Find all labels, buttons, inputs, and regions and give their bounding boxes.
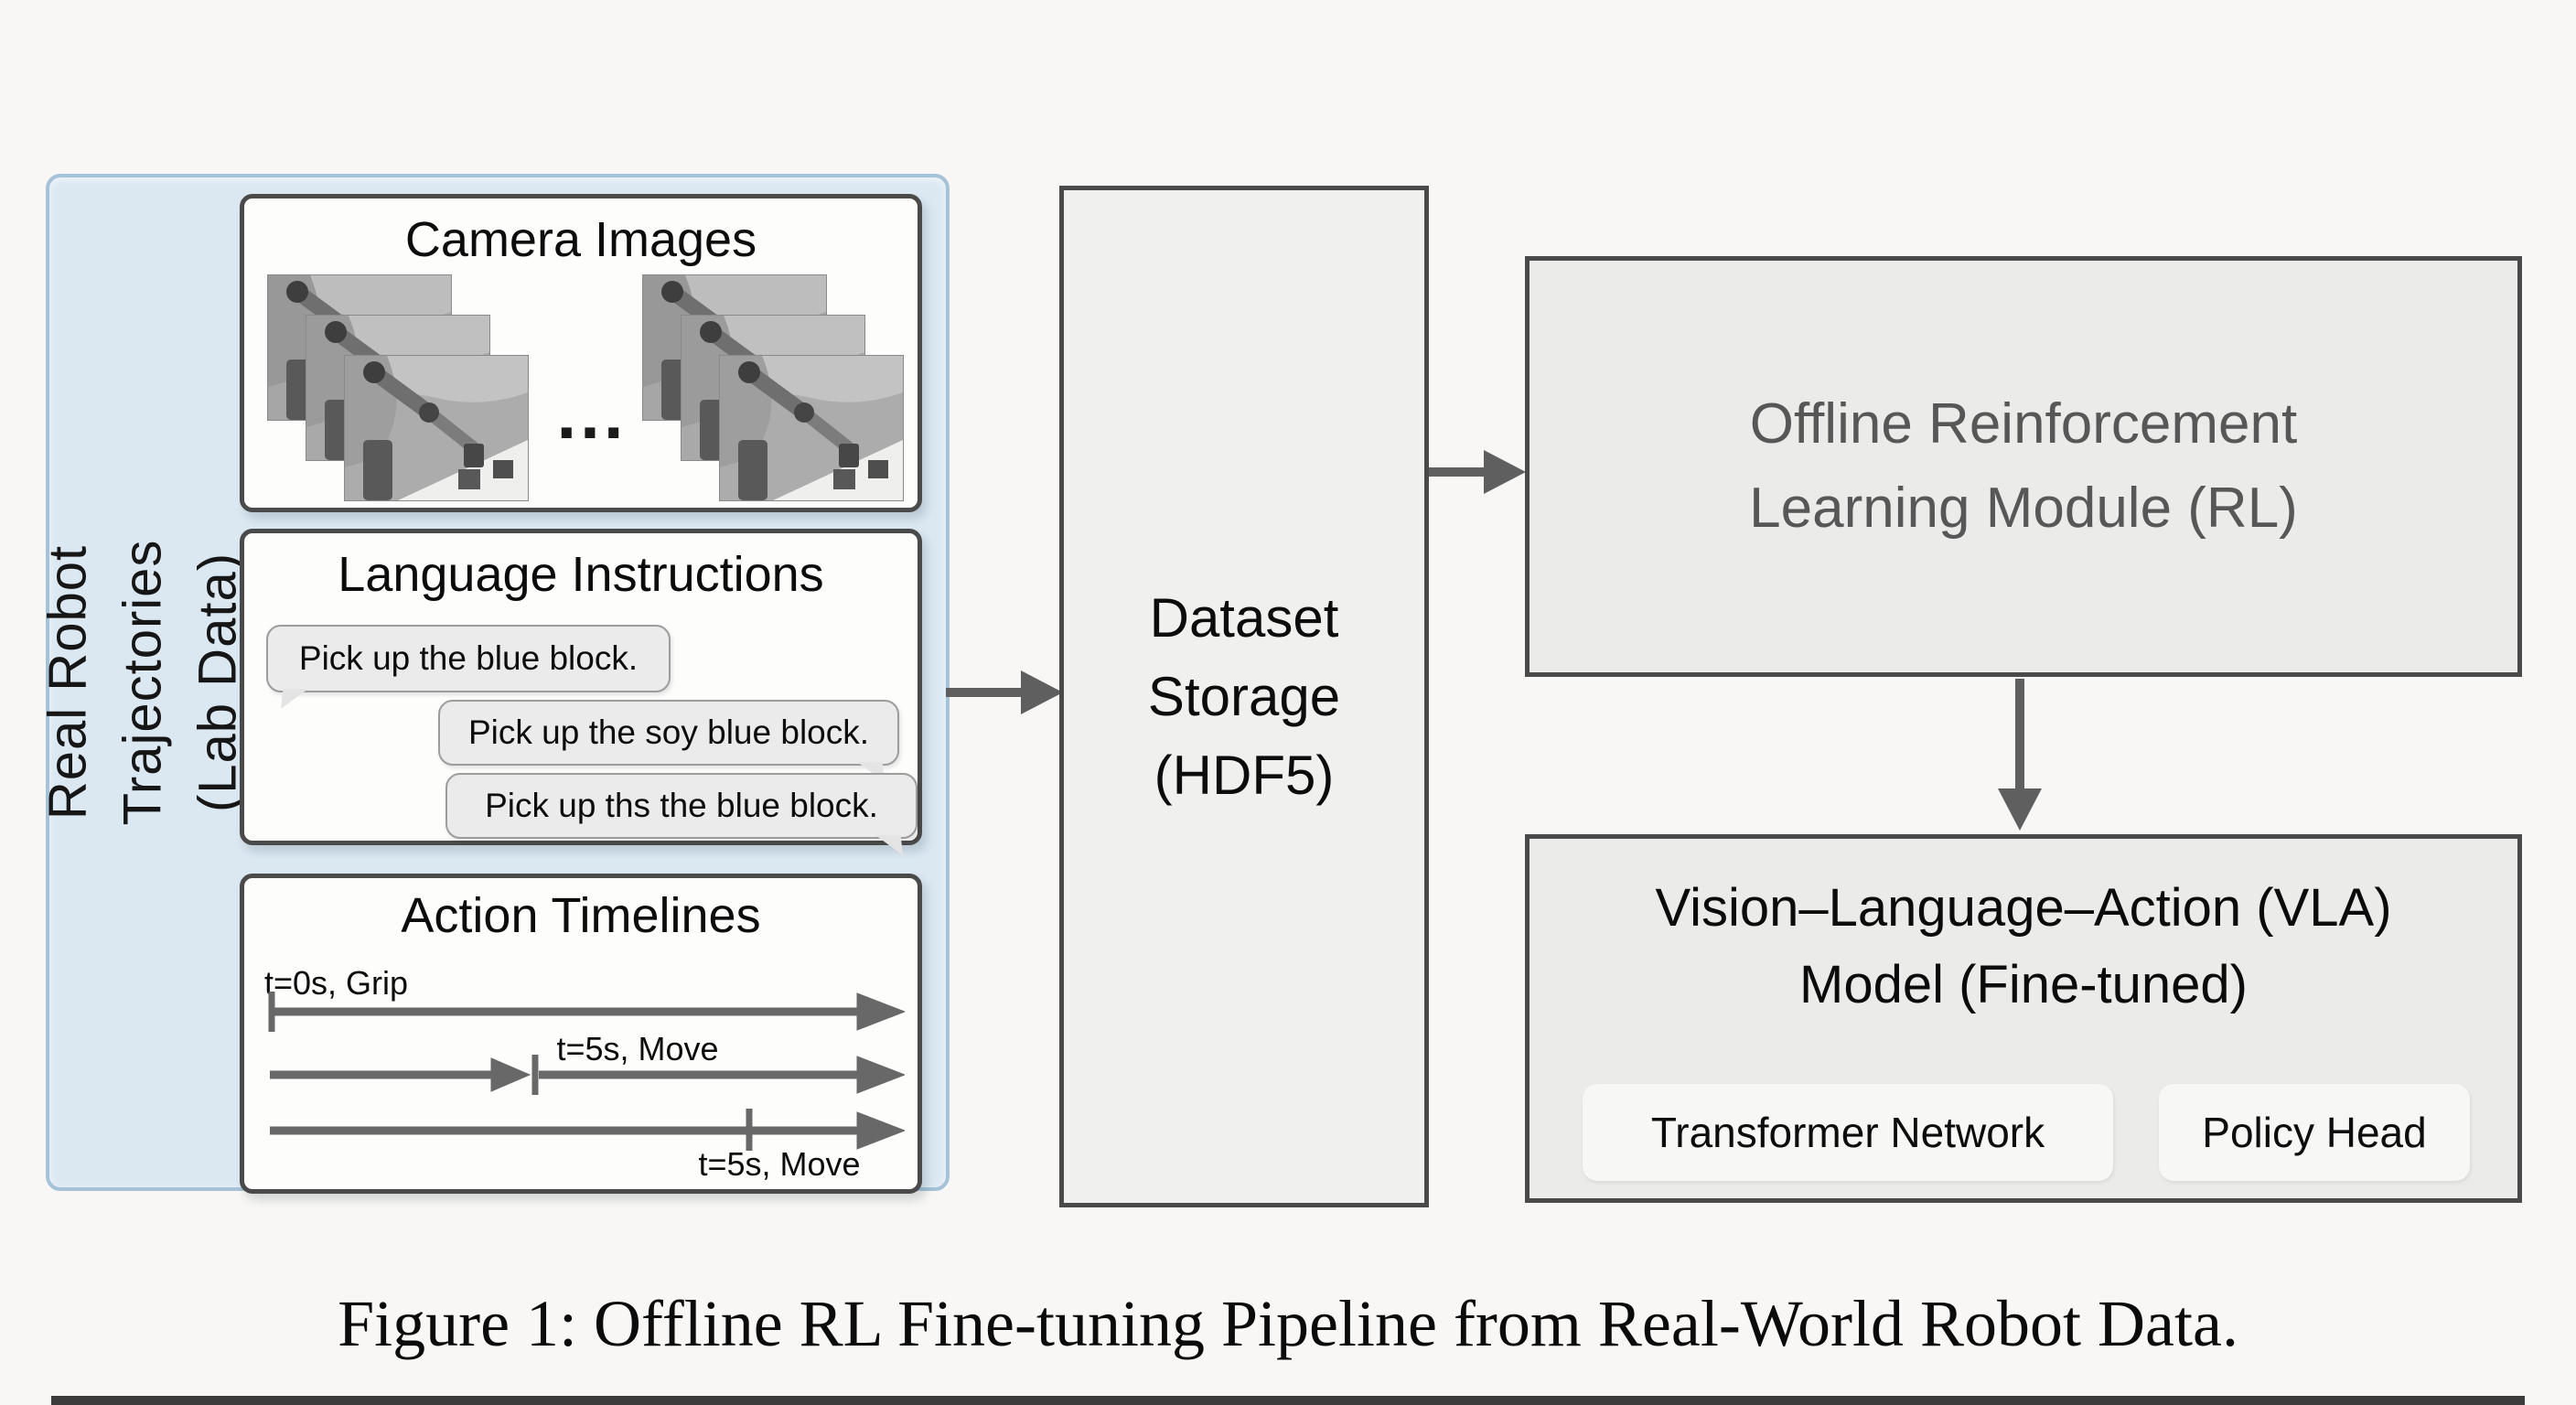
vla-title-line2: Model (Fine-tuned) bbox=[1799, 955, 2248, 1014]
storage-line1: Dataset bbox=[1149, 586, 1339, 649]
robot-arm-photo bbox=[719, 355, 904, 501]
timeline-label-2: t=5s, Move bbox=[556, 1030, 719, 1067]
camera-photo-stack-2 bbox=[642, 274, 904, 501]
robot-arm-photo bbox=[344, 355, 529, 501]
timeline-arrow-2 bbox=[270, 1055, 905, 1095]
timeline-label-3: t=5s, Move bbox=[698, 1145, 861, 1183]
speech-bubble: Pick up the blue block. bbox=[266, 625, 671, 709]
bottom-cropped-strip bbox=[51, 1396, 2525, 1405]
transformer-network-label: Transformer Network bbox=[1650, 1109, 2045, 1156]
transformer-network-chip: Transformer Network bbox=[1583, 1084, 2113, 1181]
storage-line2: Storage bbox=[1147, 665, 1341, 727]
arrow-rl-to-vla bbox=[1998, 679, 2042, 831]
camera-images-box: Camera Images bbox=[240, 194, 922, 512]
language-instructions-box: Language Instructions Pick up the blue b… bbox=[240, 529, 922, 855]
timeline-label-1: t=0s, Grip bbox=[264, 964, 409, 1002]
timeline-arrow-3 bbox=[270, 1109, 905, 1151]
dataset-storage-box: Dataset Storage (HDF5) bbox=[1059, 186, 1429, 1207]
offline-rl-module-box: Offline Reinforcement Learning Module (R… bbox=[1525, 256, 2522, 677]
robot-arm-illustration bbox=[720, 356, 903, 500]
policy-head-label: Policy Head bbox=[2202, 1109, 2427, 1156]
action-timelines-title: Action Timelines bbox=[401, 888, 761, 943]
speech-bubble: Pick up ths the blue block. bbox=[445, 773, 918, 855]
timeline-arrow-1 bbox=[268, 992, 905, 1032]
speech-bubble: Pick up the soy blue block. bbox=[438, 700, 899, 782]
arrow-storage-to-rl bbox=[1425, 450, 1526, 494]
rl-module-line2: Learning Module (RL) bbox=[1749, 477, 2298, 540]
vla-title-line1: Vision–Language–Action (VLA) bbox=[1655, 878, 2392, 938]
policy-head-chip: Policy Head bbox=[2159, 1084, 2470, 1181]
robot-arm-illustration bbox=[345, 356, 528, 500]
arrow-panel-to-storage bbox=[946, 670, 1063, 714]
speech-bubble-text: Pick up the soy blue block. bbox=[467, 713, 870, 751]
speech-bubble-text: Pick up the blue block. bbox=[298, 639, 639, 677]
action-timelines-box: Action Timelines t=0s, Grip t=5s, Move t… bbox=[240, 874, 922, 1194]
speech-bubble-text: Pick up ths the blue block. bbox=[485, 787, 878, 824]
camera-photo-stack-1 bbox=[267, 274, 529, 501]
camera-ellipsis: ... bbox=[556, 373, 628, 454]
rl-module-line1: Offline Reinforcement bbox=[1749, 392, 2298, 456]
camera-images-title: Camera Images bbox=[404, 212, 757, 267]
vla-model-box: Vision–Language–Action (VLA) Model (Fine… bbox=[1525, 834, 2522, 1203]
bubble-tail-icon bbox=[281, 689, 308, 709]
language-instructions-title: Language Instructions bbox=[338, 547, 824, 602]
figure-caption: Figure 1: Offline RL Fine-tuning Pipelin… bbox=[338, 1287, 2238, 1360]
storage-line3: (HDF5) bbox=[1154, 744, 1335, 806]
